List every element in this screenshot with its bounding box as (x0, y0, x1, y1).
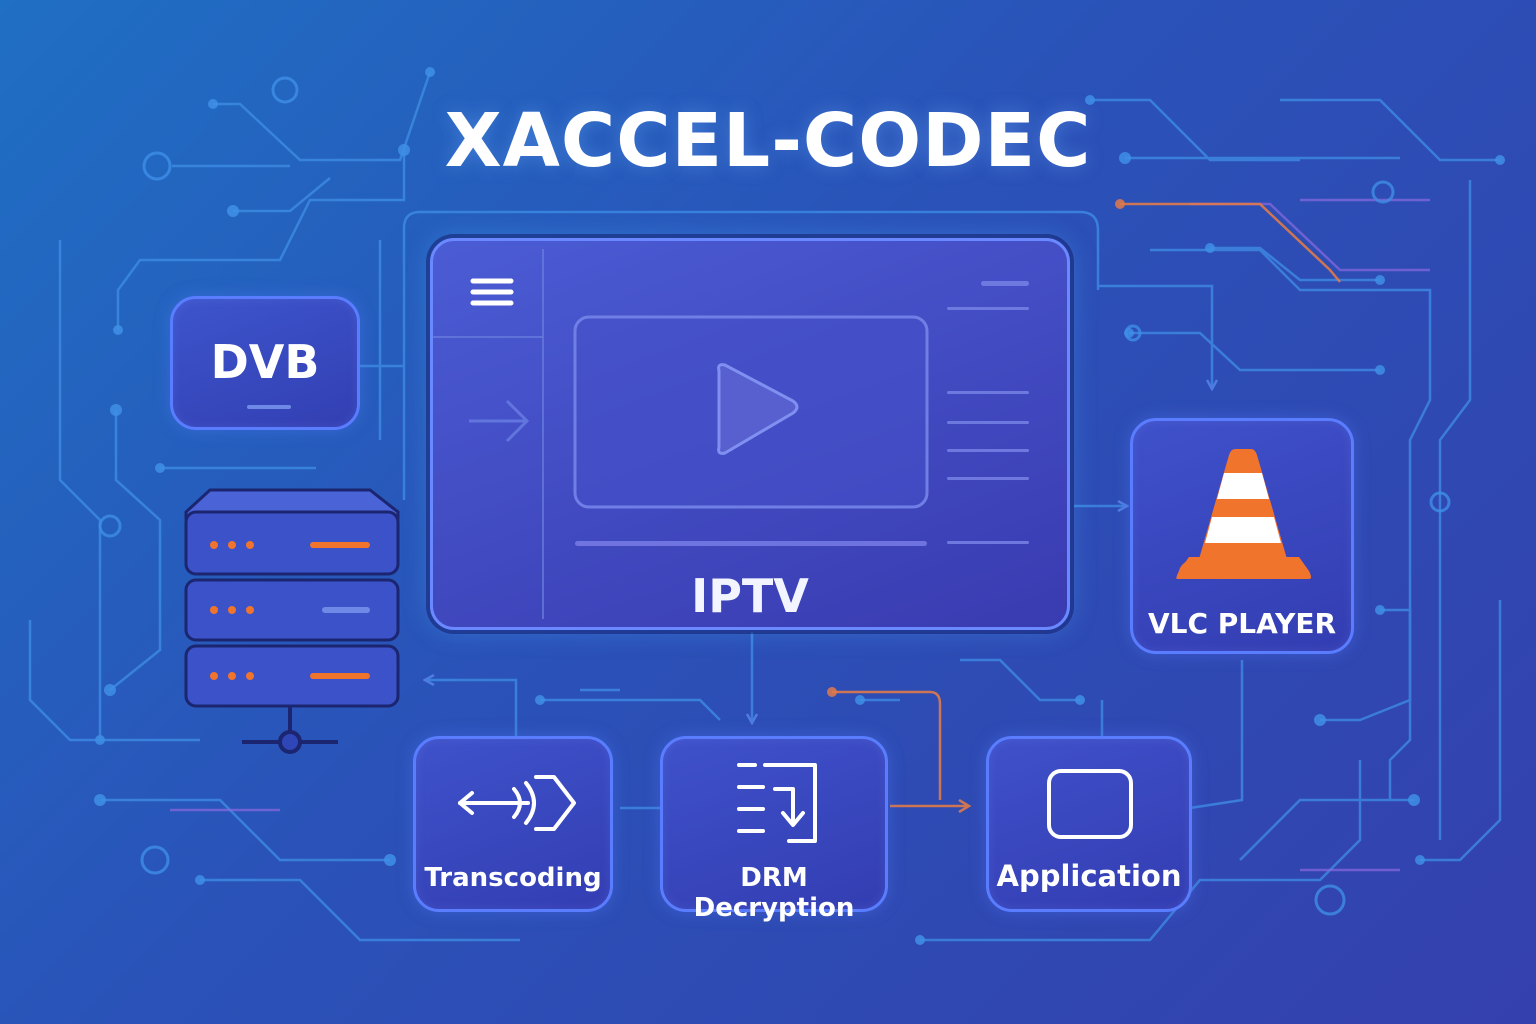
hamburger-menu-icon[interactable] (470, 278, 514, 306)
application-label: Application (996, 859, 1182, 893)
dvb-label: DVB (210, 335, 320, 389)
orange-traces (832, 202, 1341, 806)
side-lines (947, 281, 1029, 544)
circuit-rings (98, 76, 1451, 916)
dvb-node: DVB (170, 296, 360, 430)
vlc-label: VLC PLAYER (1147, 607, 1337, 640)
progress-bar[interactable] (575, 541, 927, 546)
dvb-underline (247, 405, 291, 409)
application-window-icon (1047, 769, 1133, 839)
circuit-dots (94, 67, 1505, 945)
decryption-document-icon (737, 763, 817, 843)
transcoding-node: Transcoding (413, 736, 613, 912)
circuit-traces (28, 71, 1502, 942)
iptv-label: IPTV (691, 569, 809, 623)
vlc-player-node: VLC PLAYER (1130, 418, 1354, 654)
transcoding-label: Transcoding (424, 863, 602, 893)
application-node: Application (986, 736, 1192, 912)
drm-decryption-node: DRM Decryption (660, 736, 888, 923)
circuit-traces-violet (170, 198, 1430, 872)
iptv-window-art (433, 249, 1029, 619)
drm-label: DRM Decryption (693, 863, 855, 923)
play-icon[interactable] (717, 363, 799, 455)
arrow-right-icon (469, 399, 530, 443)
page-title: XACCEL-CODEC (444, 98, 1092, 184)
iptv-node: IPTV (430, 238, 1070, 630)
traffic-cone-icon (1176, 449, 1311, 579)
transcode-arrows-icon (458, 775, 576, 831)
